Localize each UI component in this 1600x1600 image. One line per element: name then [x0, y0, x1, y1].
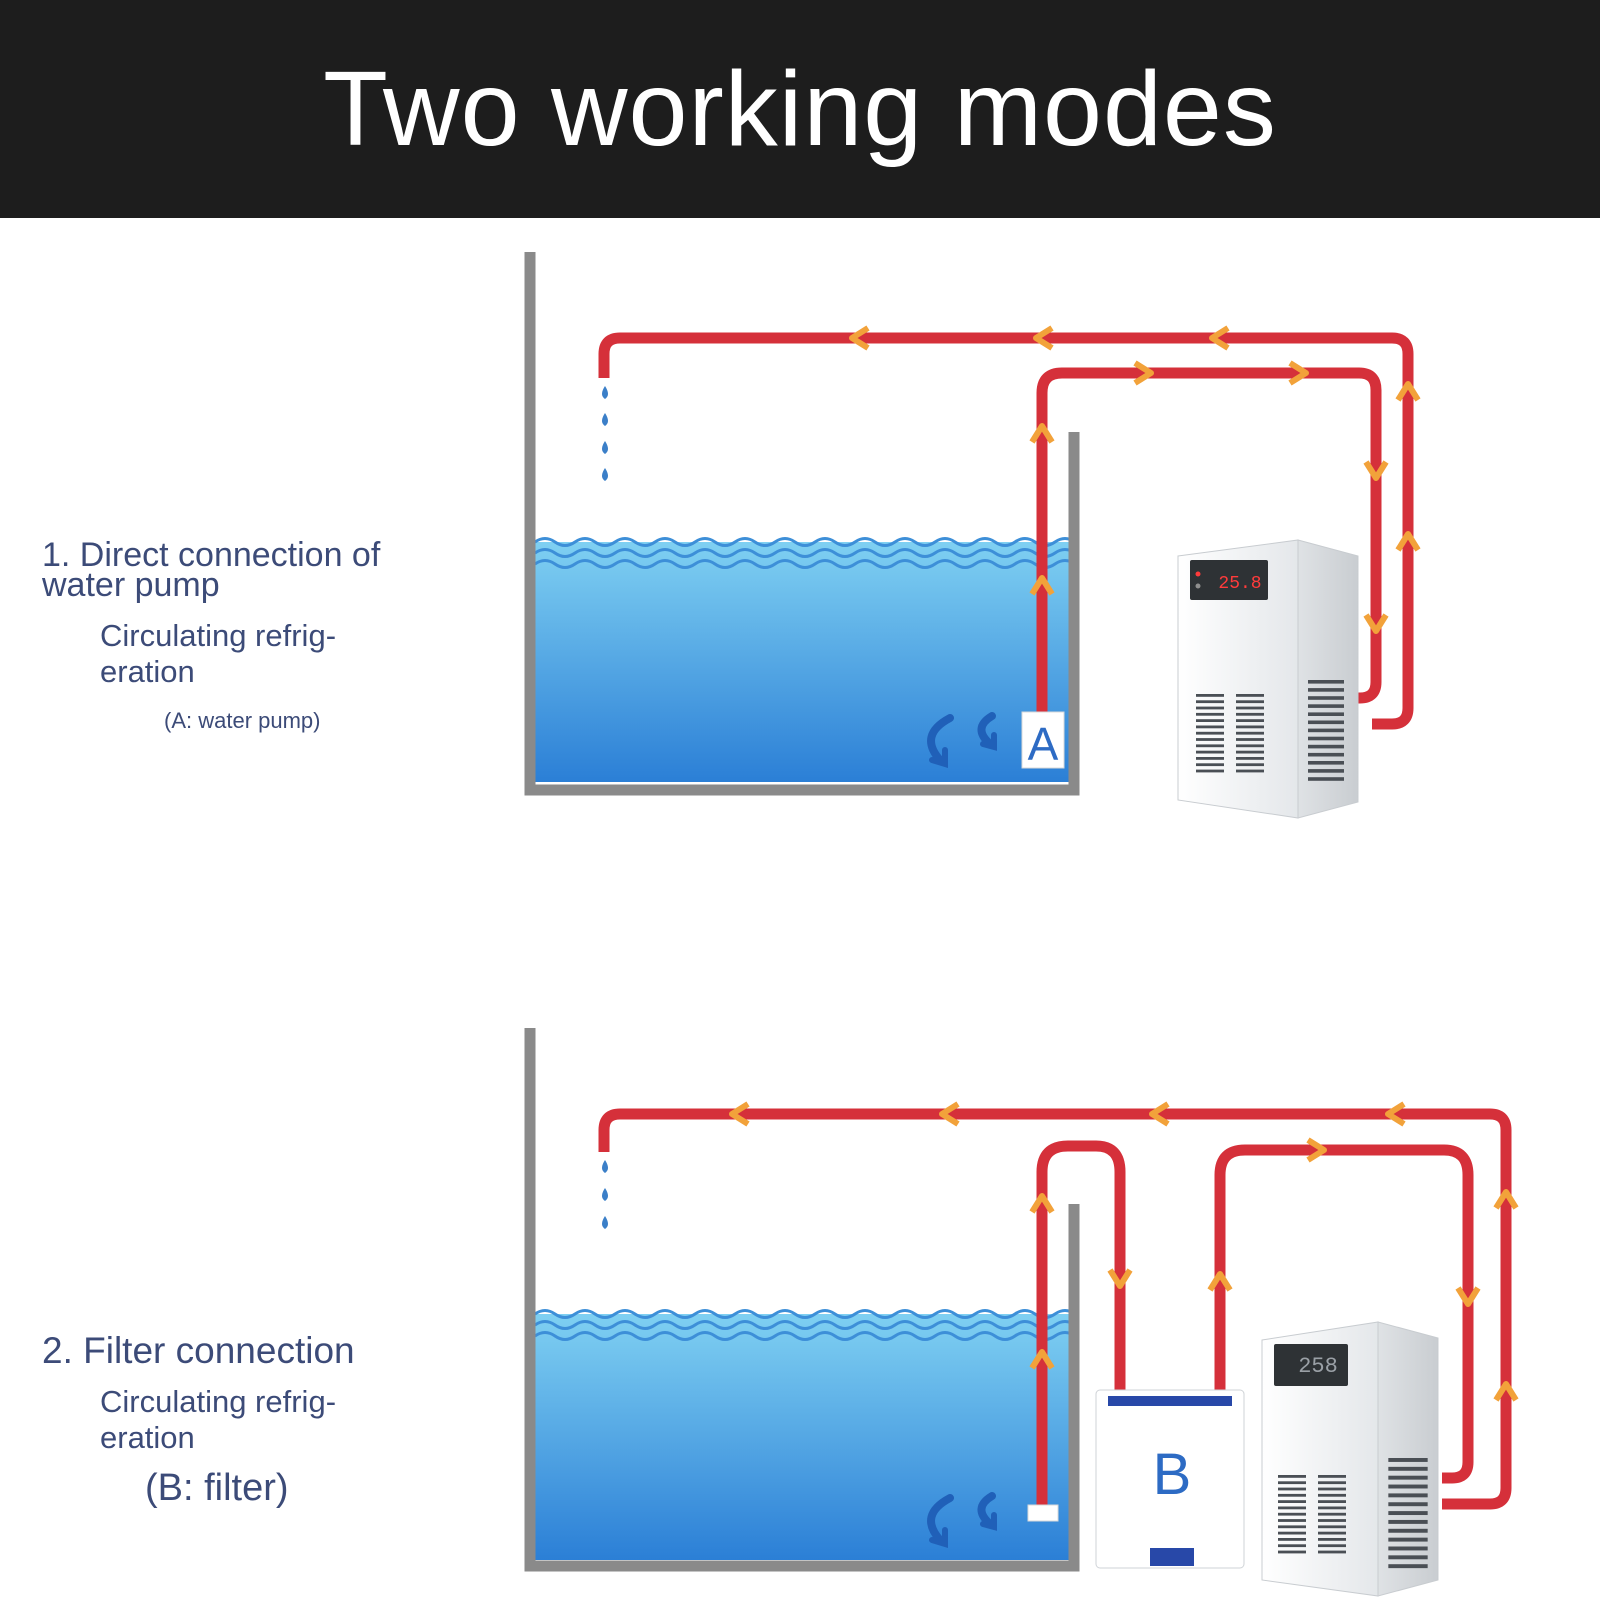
swirl-arrow-icon	[927, 1492, 997, 1549]
water-drop-icon	[602, 386, 608, 481]
mode2-pump-outlet	[1027, 1504, 1059, 1522]
mode1-subtitle: Circulating refrig- eration	[100, 618, 336, 690]
flow-arrow-icon	[729, 1101, 1519, 1402]
mode1-note: (A: water pump)	[164, 708, 321, 733]
pump-a-box	[1021, 711, 1065, 769]
mode1-supply-pipe	[1036, 367, 1382, 712]
mode2-wave-lines	[534, 1309, 1076, 1341]
mode2-sub-line2: eration	[100, 1420, 195, 1455]
mode1-diagram: A 25.8	[524, 252, 1421, 819]
mode2-filter-pipe	[1214, 1144, 1474, 1484]
swirl-arrow-icon	[927, 712, 997, 769]
mode1-return-pipe	[598, 332, 1414, 730]
water-drop-icon	[602, 1160, 608, 1229]
mode2-tank	[524, 1028, 1080, 1572]
mode1-title-line1: 1. Direct connection of	[42, 536, 381, 574]
chiller2-display-panel	[1274, 1344, 1348, 1386]
mode1-title-line2: water pump	[42, 566, 220, 604]
mode2-note: (B: filter)	[145, 1467, 289, 1509]
chiller-unit-icon: 258	[1261, 1321, 1439, 1597]
mode1-sub-line1: Circulating refrig-	[100, 618, 337, 653]
mode2-diagram: B 258	[524, 1028, 1519, 1597]
flow-arrow-icon	[849, 325, 1421, 634]
header-bar: Two working modes	[0, 0, 1600, 218]
mode2-subtitle: Circulating refrig- eration	[100, 1384, 336, 1456]
page-title: Two working modes	[323, 49, 1277, 168]
mode1-wave-lines	[534, 537, 1076, 569]
mode1-title: 1. Direct connection of water pump	[42, 536, 381, 604]
mode2-pump-pipe	[1036, 1140, 1126, 1505]
mode1-sub-line2: eration	[100, 654, 195, 689]
mode2-sub-line1: Circulating refrig-	[100, 1384, 337, 1419]
mode2-title: 2. Filter connection	[42, 1330, 355, 1371]
pump-a-label: A	[1028, 718, 1059, 770]
chiller1-display-panel	[1190, 560, 1268, 600]
chiller1-display: 25.8	[1218, 574, 1261, 594]
filter-box-icon: B	[1095, 1389, 1245, 1569]
mode2-return-pipe	[598, 1108, 1512, 1510]
chiller2-display: 258	[1298, 1354, 1338, 1379]
mode1-tank	[524, 252, 1080, 796]
chiller-unit-icon: 25.8	[1177, 539, 1359, 819]
filter-b-label: B	[1153, 1442, 1192, 1507]
